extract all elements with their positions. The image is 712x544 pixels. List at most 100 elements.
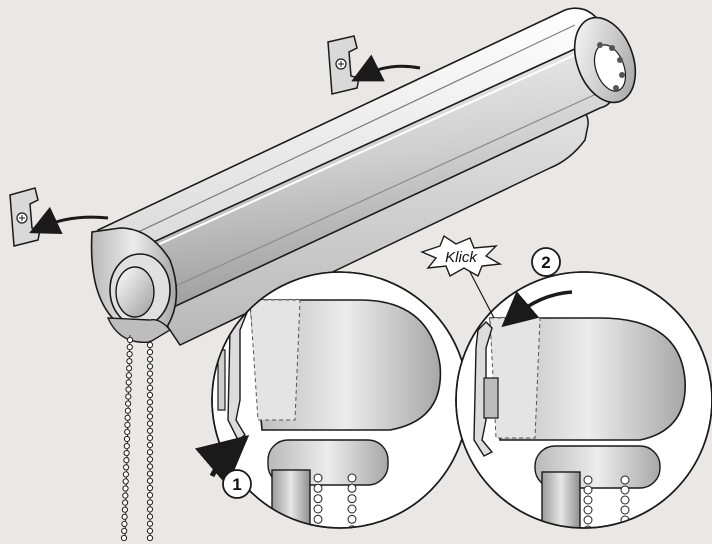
chain-bead xyxy=(124,407,132,414)
wall-bracket-right xyxy=(327,35,360,95)
chain-bead xyxy=(126,358,133,365)
chain-bead xyxy=(121,520,128,528)
chain-bead xyxy=(621,536,629,544)
rail-ridge xyxy=(119,47,591,263)
chain-bead xyxy=(124,428,131,435)
step-1-label: 1 xyxy=(232,475,241,494)
chain-bead xyxy=(122,478,129,485)
chain-bead xyxy=(126,351,133,358)
arrow-icon xyxy=(29,206,109,234)
chain-bead xyxy=(121,513,128,520)
chain-bead xyxy=(146,520,154,527)
chain-bead xyxy=(146,391,154,399)
chain-bead xyxy=(146,499,154,506)
chain-bead xyxy=(146,370,154,377)
chain-bead xyxy=(146,506,154,513)
chain-bead xyxy=(125,372,132,379)
chain-bead xyxy=(126,336,134,344)
chain-bead xyxy=(146,484,154,492)
chain-bead xyxy=(123,464,130,471)
step-2-label: 2 xyxy=(541,253,550,272)
chain-bead xyxy=(146,527,154,535)
chain-bead xyxy=(313,473,323,483)
starburst-icon xyxy=(420,234,503,278)
roller-blind-assembly xyxy=(90,7,637,542)
chain-bead xyxy=(313,494,323,504)
chain-bead xyxy=(125,386,132,393)
pole xyxy=(541,471,581,528)
chain-bead xyxy=(347,514,357,524)
chain-bead xyxy=(146,349,154,356)
chain-bead xyxy=(314,536,322,544)
chain-bead xyxy=(620,485,630,495)
wall-bracket-left xyxy=(9,187,41,247)
chain-bead xyxy=(583,505,593,515)
chain-bead xyxy=(583,525,593,528)
chain-bead xyxy=(620,495,630,505)
chain-bead xyxy=(146,420,154,427)
chain-bead xyxy=(146,384,154,391)
chain-bead xyxy=(123,443,130,450)
detail-view-1 xyxy=(211,271,469,544)
chain-bead xyxy=(123,450,130,457)
chain-bead xyxy=(347,473,357,483)
chain-bead xyxy=(146,377,154,384)
chain-bead xyxy=(146,406,154,413)
chain-bead xyxy=(348,536,356,544)
chain-bead xyxy=(146,456,154,463)
chain-bead xyxy=(146,434,154,441)
chain-bead xyxy=(146,363,154,370)
rail-ridge xyxy=(114,24,576,244)
chain-bead xyxy=(313,504,323,514)
chain-bead xyxy=(620,475,630,485)
chain-bead xyxy=(146,513,154,520)
chain-bead xyxy=(583,475,593,485)
detail-view-2 xyxy=(455,271,712,544)
chain-bead xyxy=(121,527,128,535)
chain-bead xyxy=(584,536,592,544)
chain-bead xyxy=(146,477,154,484)
klick-label: Klick xyxy=(445,249,478,266)
chain-bead xyxy=(126,344,133,351)
chain-bead xyxy=(120,534,128,542)
chain-bead xyxy=(125,400,132,407)
chain-bead xyxy=(146,470,154,477)
chain-bead xyxy=(146,463,154,470)
chain-bead xyxy=(347,483,357,493)
chain-bead xyxy=(620,525,630,528)
chain-bead xyxy=(124,414,131,421)
chain-bead xyxy=(347,504,357,514)
chain-bead xyxy=(583,485,593,495)
right-end-cap xyxy=(573,16,637,104)
arrow-icon xyxy=(351,54,421,82)
chain-bead xyxy=(146,442,154,449)
step-1-badge: 1 xyxy=(222,469,252,499)
chain-bead xyxy=(121,506,129,513)
step-2-badge: 2 xyxy=(531,247,561,277)
left-end-cap xyxy=(90,227,178,343)
chain-bead xyxy=(122,485,129,492)
chain-bead xyxy=(583,515,593,525)
chain-bead xyxy=(146,492,154,499)
chain-bead xyxy=(583,495,593,505)
chain-bead xyxy=(122,471,130,478)
chain-bead xyxy=(146,534,154,542)
chain-bead xyxy=(124,421,131,428)
chain-bead xyxy=(123,457,130,464)
chain-bead xyxy=(313,483,323,493)
chain-bead xyxy=(146,413,154,420)
chain-bead xyxy=(146,427,154,434)
chain-bead xyxy=(146,399,154,406)
chain-bead xyxy=(620,505,630,515)
chain-bead xyxy=(123,435,131,443)
chain-bead xyxy=(146,449,154,456)
rail-ridge xyxy=(144,89,606,301)
chain-bead xyxy=(126,365,133,372)
klick-callout: Klick xyxy=(420,234,503,319)
chain-bead xyxy=(347,494,357,504)
chain-bead xyxy=(146,341,154,349)
chain-bead xyxy=(125,393,132,400)
mounting-clip xyxy=(473,321,494,457)
